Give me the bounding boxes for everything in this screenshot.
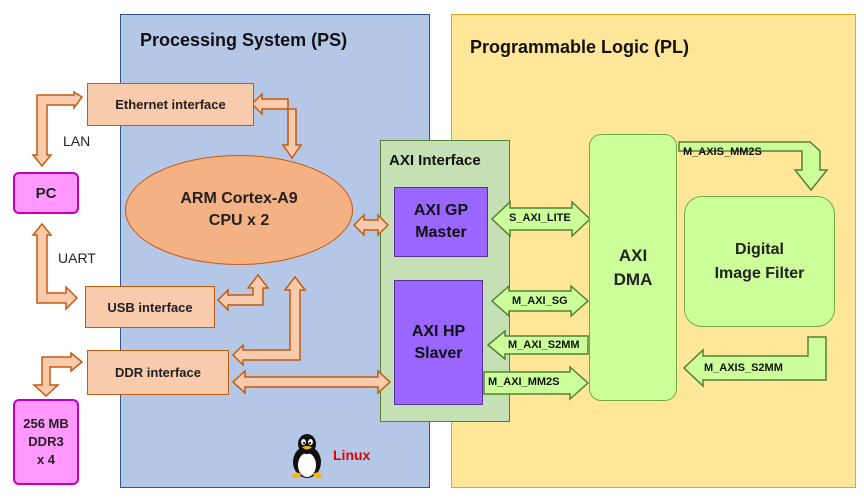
ethernet-interface-label: Ethernet interface <box>115 97 226 112</box>
filter-type-label: Image Filter <box>714 264 805 282</box>
cpu-count-label: CPU x 2 <box>208 212 270 229</box>
usb-interface-label: USB interface <box>107 299 193 315</box>
ddr-interface-box: DDR interface <box>87 350 229 395</box>
lan-label: LAN <box>63 133 91 149</box>
uart-arrow <box>31 222 79 311</box>
tux-penguin-icon <box>292 434 322 479</box>
arm-cpu-ellipse: ARM Cortex-A9 CPU x 2 <box>125 155 353 265</box>
digital-image-filter-box: Digital Image Filter <box>684 196 835 327</box>
m-axi-sg-arrow <box>490 284 590 318</box>
memory-size-label: 256 MB <box>23 415 69 431</box>
axi-dma-label: AXI <box>618 245 648 265</box>
pc-label: PC <box>35 184 57 202</box>
lan-arrow <box>31 90 84 168</box>
axi-hp-slaver-box: AXI HP Slaver <box>394 280 483 405</box>
m-axi-sg-label: M_AXI_SG <box>512 295 568 307</box>
axi-gp-master-box: AXI GP Master <box>394 187 488 257</box>
m-axi-mm2s-label: M_AXI_MM2S <box>488 376 560 388</box>
memory-type-label: DDR3 <box>28 433 64 449</box>
cpu-axi-gp-arrow <box>352 213 390 237</box>
m-axis-mm2s-label: M_AXIS_MM2S <box>683 146 762 158</box>
filter-label: Digital <box>735 241 784 259</box>
axi-gp-label: AXI GP <box>413 202 469 220</box>
m-axi-s2mm-arrow <box>486 329 589 361</box>
axi-interface-title: AXI Interface <box>389 152 481 169</box>
usb-cpu-arrow <box>216 273 270 312</box>
ethernet-interface-box: Ethernet interface <box>87 83 254 126</box>
ddr-memory-arrow <box>32 351 84 398</box>
axi-hp-role-label: Slaver <box>414 344 463 362</box>
m-axis-s2mm-arrow <box>682 336 827 388</box>
cpu-name-label: ARM Cortex-A9 <box>180 190 298 208</box>
m-axi-mm2s-arrow <box>483 365 590 401</box>
linux-label: Linux <box>333 447 371 463</box>
pl-title: Programmable Logic (PL) <box>470 37 690 57</box>
m-axi-s2mm-label: M_AXI_S2MM <box>508 339 580 351</box>
ethernet-cpu-arrow <box>250 92 303 160</box>
m-axis-s2mm-label: M_AXIS_S2MM <box>704 362 783 374</box>
pc-box: PC <box>13 172 79 214</box>
ddr-cpu-arrow <box>231 275 307 367</box>
ps-title: Processing System (PS) <box>140 30 348 50</box>
ddr-interface-label: DDR interface <box>115 365 201 380</box>
ddr-axi-hp-arrow <box>231 369 392 395</box>
m-axis-mm2s-arrow <box>678 141 829 192</box>
axi-hp-label: AXI HP <box>411 322 466 340</box>
axi-dma-box: AXI DMA <box>589 134 677 401</box>
usb-interface-box: USB interface <box>85 286 215 328</box>
axi-gp-role-label: Master <box>415 224 467 241</box>
memory-count-label: x 4 <box>36 452 56 468</box>
s-axi-lite-label: S_AXI_LITE <box>509 212 571 224</box>
ddr3-memory-box: 256 MB DDR3 x 4 <box>13 399 79 485</box>
uart-label: UART <box>58 250 96 266</box>
axi-dma-type-label: DMA <box>613 269 653 289</box>
